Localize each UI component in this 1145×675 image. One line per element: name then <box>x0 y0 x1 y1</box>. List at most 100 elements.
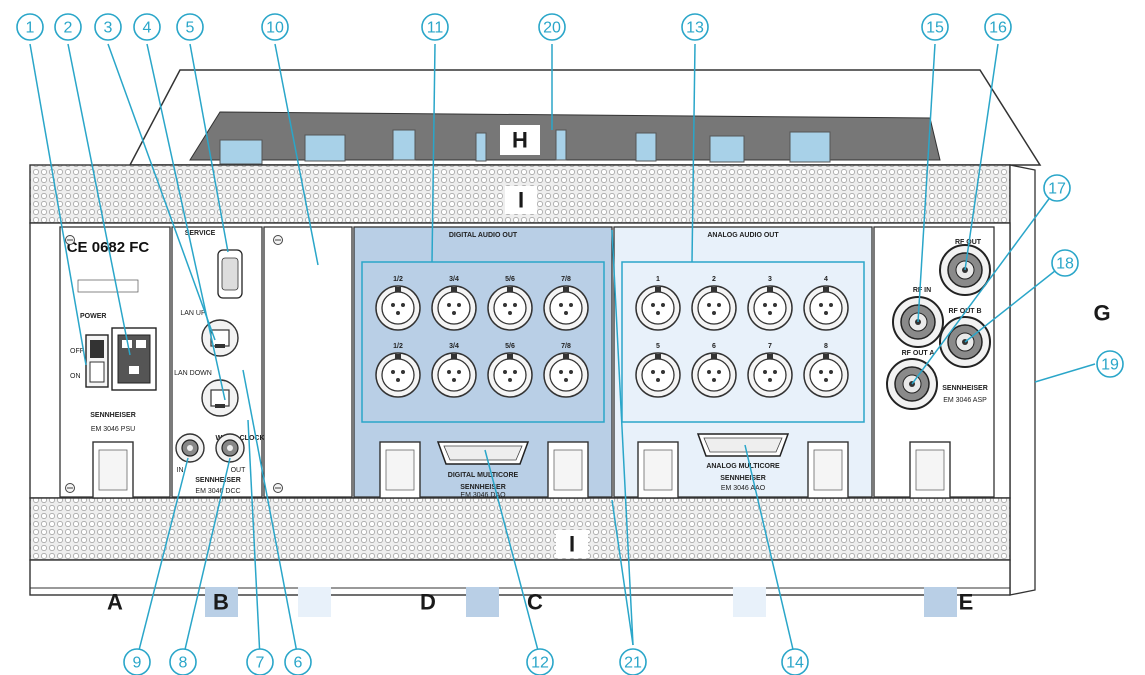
legend-swatch-E <box>924 587 957 617</box>
svg-text:11: 11 <box>427 20 444 37</box>
analog-channel-label: 4 <box>824 276 828 283</box>
svg-text:4: 4 <box>143 20 152 37</box>
module-rf: RF OUT RF IN RF OUT B RF OUT A SENNHEISE… <box>873 226 995 499</box>
svg-text:18: 18 <box>1056 256 1074 273</box>
leader-lines <box>29 43 1096 659</box>
analog-channel-label: 5 <box>656 343 660 350</box>
digital-xlr-connector[interactable] <box>543 285 589 331</box>
callout-8: 8 <box>169 648 197 675</box>
iec-power-inlet[interactable] <box>111 327 157 391</box>
blank-slot <box>263 226 353 498</box>
analog-xlr-connector[interactable] <box>747 285 793 331</box>
analog-multicore-connector[interactable] <box>696 433 790 457</box>
analog-xlr-connector[interactable] <box>691 285 737 331</box>
callout-15: 15 <box>921 13 949 41</box>
legend-swatch-blank-2 <box>733 587 766 617</box>
callout-11: 11 <box>421 13 449 41</box>
digital-xlr-connector[interactable] <box>487 285 533 331</box>
svg-text:16: 16 <box>989 20 1007 37</box>
digital-channel-label: 5/6 <box>505 276 515 283</box>
letter-G: G <box>1093 301 1110 326</box>
analog-xlr-connector[interactable] <box>747 352 793 398</box>
digital-xlr-connector[interactable] <box>375 285 421 331</box>
module-power-supply: CE 0682 FC POWER OFF ON SENNHEISER EM 30… <box>59 226 171 499</box>
callout-9: 9 <box>123 648 151 675</box>
digital-title: DIGITAL AUDIO OUT <box>449 232 518 239</box>
callout-7: 7 <box>246 648 274 675</box>
digital-xlr-connector[interactable] <box>431 285 477 331</box>
letter-C: C <box>527 590 543 615</box>
analog-channel-label: 8 <box>824 343 828 350</box>
lan-down-port[interactable] <box>201 379 239 417</box>
digital-xlr-group <box>361 261 605 423</box>
service-port[interactable] <box>217 249 243 299</box>
analog-xlr-group <box>621 261 865 423</box>
svg-text:14: 14 <box>786 655 804 672</box>
analog-channel-label: 7 <box>768 343 772 350</box>
analog-channel-label: 2 <box>712 276 716 283</box>
legend-swatch-B <box>205 587 238 617</box>
digital-channel-label: 7/8 <box>561 343 571 350</box>
svg-text:5: 5 <box>186 20 195 37</box>
rf-handle[interactable] <box>909 441 951 499</box>
letter-tags: H I I G A B D C E <box>107 125 1111 617</box>
callout-17: 17 <box>1043 174 1071 202</box>
out-label: OUT <box>231 467 247 474</box>
svg-text:21: 21 <box>624 655 642 672</box>
psu-handle[interactable] <box>92 441 134 499</box>
svg-text:19: 19 <box>1101 357 1119 374</box>
analog-handle-left[interactable] <box>637 441 679 499</box>
letter-E: E <box>959 590 974 615</box>
callout-20: 20 <box>538 13 566 41</box>
svg-text:7: 7 <box>256 655 265 672</box>
callout-5: 5 <box>176 13 204 41</box>
digital-xlr-connector[interactable] <box>431 352 477 398</box>
letter-D: D <box>420 590 436 615</box>
digital-channel-label: 3/4 <box>449 343 459 350</box>
analog-xlr-connector[interactable] <box>635 352 681 398</box>
analog-handle-right[interactable] <box>807 441 849 499</box>
digital-handle-left[interactable] <box>379 441 421 499</box>
callout-19: 19 <box>1096 350 1124 378</box>
callout-13: 13 <box>681 13 709 41</box>
analog-model: EM 3046 AAO <box>721 485 766 492</box>
service-label: SERVICE <box>185 230 216 237</box>
rf-in-label: RF IN <box>913 287 931 294</box>
legend-swatch-blank-1 <box>298 587 331 617</box>
callout-12: 12 <box>526 648 554 675</box>
svg-text:10: 10 <box>266 20 284 37</box>
callout-21: 21 <box>619 648 647 675</box>
analog-brand: SENNHEISER <box>720 475 766 482</box>
letter-I-top: I <box>518 188 524 213</box>
psu-brand: SENNHEISER <box>90 412 136 419</box>
digital-xlr-connector[interactable] <box>487 352 533 398</box>
lan-down-label: LAN DOWN <box>174 370 212 377</box>
svg-text:9: 9 <box>133 655 142 672</box>
digital-multicore-connector[interactable] <box>436 441 530 465</box>
svg-text:15: 15 <box>926 20 944 37</box>
svg-text:20: 20 <box>543 20 561 37</box>
power-switch[interactable] <box>85 334 109 388</box>
digital-model: EM 3046 DAO <box>460 492 506 499</box>
svg-text:6: 6 <box>294 655 303 672</box>
on-label: ON <box>70 373 81 380</box>
digital-channel-label: 5/6 <box>505 343 515 350</box>
svg-text:8: 8 <box>179 655 188 672</box>
word-clock-out-port[interactable] <box>215 433 245 463</box>
lan-up-port[interactable] <box>201 319 239 357</box>
screw <box>273 483 283 493</box>
screw <box>65 235 75 245</box>
letter-A: A <box>107 590 123 615</box>
digital-xlr-connector[interactable] <box>375 352 421 398</box>
digital-xlr-connector[interactable] <box>543 352 589 398</box>
word-clock-in-port[interactable] <box>175 433 205 463</box>
power-label: POWER <box>80 313 106 320</box>
analog-xlr-connector[interactable] <box>635 285 681 331</box>
analog-xlr-connector[interactable] <box>691 352 737 398</box>
digital-handle-right[interactable] <box>547 441 589 499</box>
analog-xlr-connector[interactable] <box>803 352 849 398</box>
analog-xlr-connector[interactable] <box>803 285 849 331</box>
